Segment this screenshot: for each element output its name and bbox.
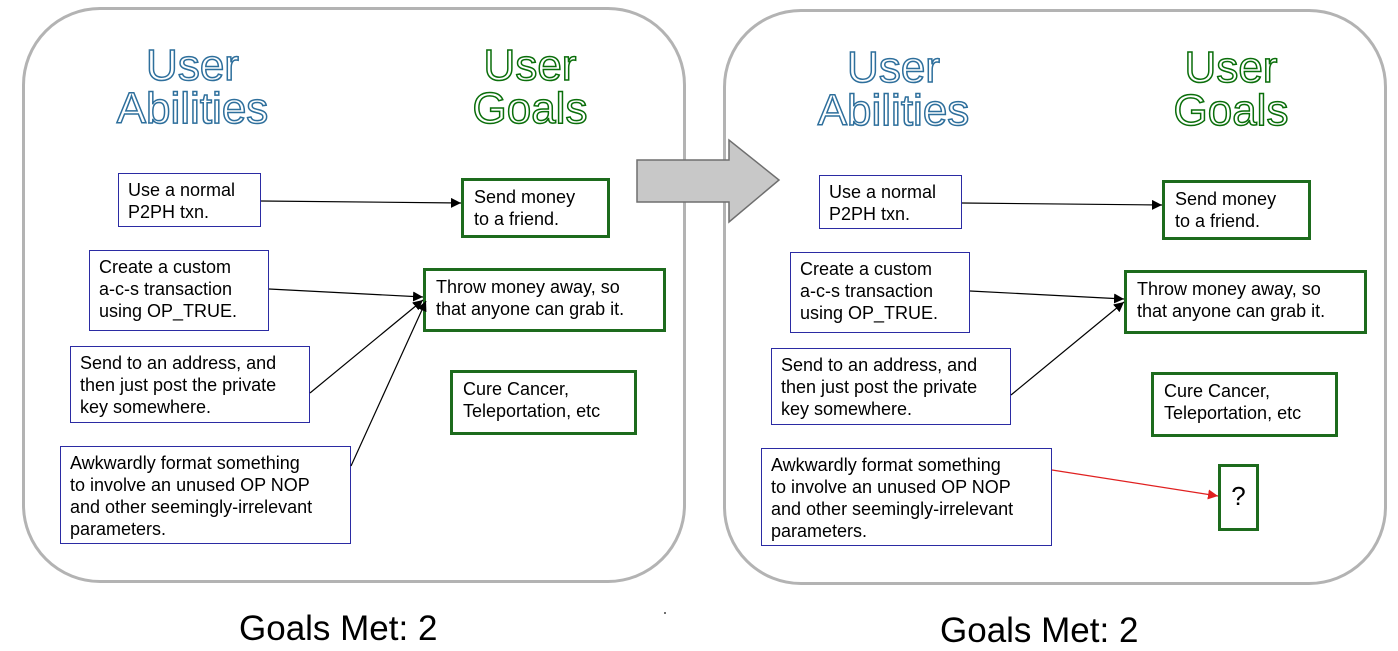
left-heading-abilities: User Abilities	[116, 41, 269, 133]
right-goal-send-money: Send money to a friend.	[1162, 180, 1311, 240]
right-edge-opnop-to-unknown	[1051, 469, 1219, 500]
stray-dot	[664, 612, 666, 614]
right-ability-op-nop: Awkwardly format something to involve an…	[761, 448, 1052, 546]
right-ability-post-key: Send to an address, and then just post t…	[771, 348, 1011, 425]
right-ability-op-true: Create a custom a-c-s transaction using …	[790, 252, 970, 333]
right-heading-abilities: User Abilities	[817, 43, 970, 135]
right-footer-goals-met: Goals Met: 2	[940, 611, 1139, 650]
left-ability-p2ph: Use a normal P2PH txn.	[118, 173, 261, 227]
left-edge-opnop-to-throw	[350, 300, 427, 467]
left-heading-goals: User Goals	[472, 41, 588, 133]
right-ability-p2ph: Use a normal P2PH txn.	[819, 175, 962, 229]
left-ability-post-key: Send to an address, and then just post t…	[70, 346, 310, 423]
right-edge-p2ph-to-send	[961, 199, 1163, 210]
left-edge-p2ph-to-send	[260, 197, 462, 208]
left-goal-send-money: Send money to a friend.	[461, 178, 610, 238]
left-goal-cure-cancer: Cure Cancer, Teleportation, etc	[450, 370, 637, 435]
left-edge-optrue-to-throw	[268, 288, 424, 302]
left-ability-op-true: Create a custom a-c-s transaction using …	[89, 250, 269, 331]
right-edge-optrue-to-throw	[969, 290, 1125, 304]
right-goal-cure-cancer: Cure Cancer, Teleportation, etc	[1151, 372, 1338, 437]
right-edge-postkey-to-throw	[1010, 301, 1125, 396]
right-goal-unknown: ?	[1218, 464, 1259, 531]
left-footer-goals-met: Goals Met: 2	[239, 609, 438, 648]
transition-arrow	[636, 138, 781, 224]
right-heading-goals: User Goals	[1173, 43, 1289, 135]
right-goal-throw-away: Throw money away, so that anyone can gra…	[1124, 270, 1367, 334]
left-edge-postkey-to-throw	[309, 299, 424, 394]
left-goal-throw-away: Throw money away, so that anyone can gra…	[423, 268, 666, 332]
left-ability-op-nop: Awkwardly format something to involve an…	[60, 446, 351, 544]
